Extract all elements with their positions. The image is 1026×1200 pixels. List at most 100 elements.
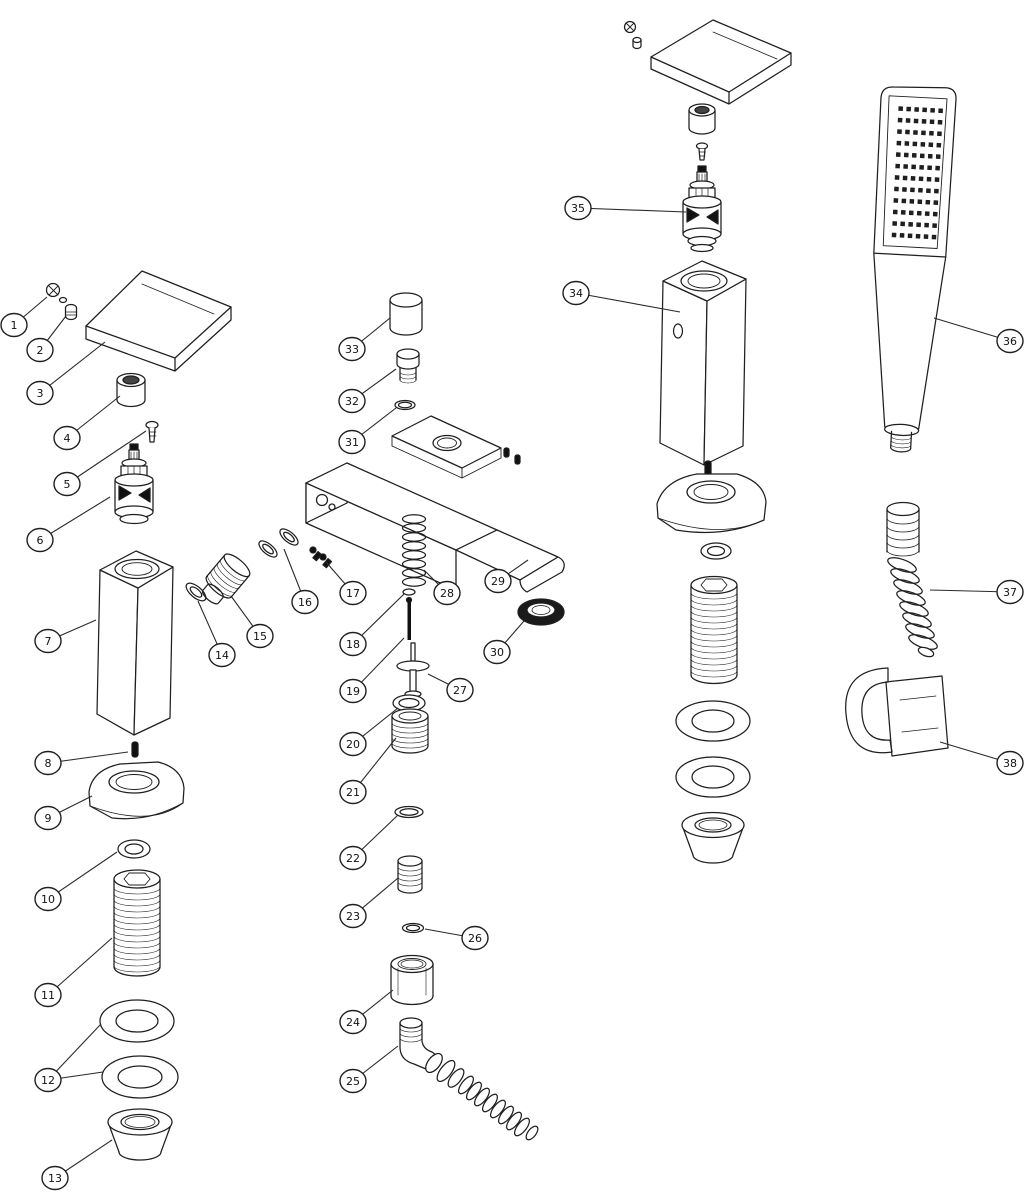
callout-number: 8 <box>45 757 52 770</box>
callout-number: 19 <box>346 685 360 698</box>
part-seal-ring-tiny <box>402 588 416 596</box>
callout-circle <box>53 471 81 497</box>
part-handle-screw-left <box>45 282 68 304</box>
part-handle-cap-right <box>688 103 716 135</box>
part-diverter-pin <box>405 596 413 640</box>
callout-24: 24 <box>339 989 394 1035</box>
part-fixing-screw-left <box>145 420 159 443</box>
part-washer-pair-inlet <box>258 528 299 558</box>
part-backnut-left <box>107 1108 173 1161</box>
part-threaded-bush <box>391 708 429 754</box>
part-threaded-stud-right <box>690 575 738 685</box>
part-cartridge-left <box>114 443 154 525</box>
part-base-plate-left <box>88 761 185 820</box>
part-diverter-stem <box>396 642 430 698</box>
callout-circle <box>339 903 367 929</box>
callout-circle <box>41 1165 69 1191</box>
part-seal-ring-upper <box>394 399 416 411</box>
callout-number: 35 <box>571 202 585 215</box>
callout-number: 34 <box>569 287 583 300</box>
callout-number: 29 <box>491 575 505 588</box>
callout-19: 19 <box>339 637 405 704</box>
callout-layer: 1234567891011121314151617181920212223242… <box>0 195 1024 1191</box>
callout-4: 4 <box>53 395 121 451</box>
callout-circle <box>246 623 274 649</box>
callout-number: 11 <box>41 989 55 1002</box>
part-handle-cap-left <box>116 372 146 408</box>
callout-circle <box>339 845 367 871</box>
part-washer-pair-right <box>675 700 751 798</box>
part-washer-small-right <box>700 542 732 560</box>
part-threaded-stud-left <box>113 869 161 977</box>
part-spout-sleeve <box>389 292 423 336</box>
part-fixing-screw-right <box>695 142 709 161</box>
callout-number: 13 <box>48 1172 62 1185</box>
part-lever-handle-right <box>650 19 792 105</box>
part-valve-body-left <box>96 550 174 736</box>
callout-circle <box>34 750 62 776</box>
part-inlet-connector <box>201 553 251 605</box>
callout-number: 37 <box>1003 586 1017 599</box>
callout-27: 27 <box>427 673 474 703</box>
callout-circle <box>338 388 366 414</box>
callout-number: 32 <box>345 395 359 408</box>
callout-2: 2 <box>26 315 67 363</box>
callout-circle <box>461 925 489 951</box>
callout-number: 26 <box>468 932 482 945</box>
callout-number: 31 <box>345 436 359 449</box>
part-valve-body-right <box>659 260 747 466</box>
callout-9: 9 <box>34 795 93 831</box>
callout-circle <box>339 1068 367 1094</box>
part-backnut-ring-dark <box>517 598 565 626</box>
part-washer-pair-left <box>99 999 179 1099</box>
callout-circle <box>26 527 54 553</box>
callout-36: 36 <box>933 317 1024 354</box>
callout-circle <box>34 1067 62 1093</box>
part-hose-nut <box>390 954 434 1006</box>
callout-number: 20 <box>346 738 360 751</box>
callout-circle <box>34 886 62 912</box>
callout-number: 1 <box>11 319 18 332</box>
part-seal-ring-inlet <box>185 582 207 602</box>
part-aerator-insert-lower <box>397 855 423 894</box>
callout-circle <box>564 195 592 221</box>
callout-32: 32 <box>338 368 397 414</box>
callout-number: 3 <box>37 387 44 400</box>
callout-circle <box>996 750 1024 776</box>
callout-circle <box>0 312 28 338</box>
callout-number: 16 <box>298 596 312 609</box>
callout-circle <box>339 1009 367 1035</box>
callout-circle <box>996 579 1024 605</box>
callout-7: 7 <box>34 619 97 654</box>
part-lever-handle-left <box>85 270 232 372</box>
callout-21: 21 <box>339 737 397 805</box>
callout-number: 22 <box>346 852 360 865</box>
callout-number: 14 <box>215 649 229 662</box>
callout-number: 28 <box>440 587 454 600</box>
callout-number: 6 <box>37 534 44 547</box>
callout-6: 6 <box>26 496 111 553</box>
callout-29: 29 <box>484 559 529 594</box>
callout-number: 33 <box>345 343 359 356</box>
callout-35: 35 <box>564 195 687 221</box>
callout-18: 18 <box>339 593 405 657</box>
callout-15: 15 <box>230 595 274 649</box>
callout-circle <box>339 580 367 606</box>
part-grub-screw-left <box>64 303 78 321</box>
part-washer-small-left <box>117 839 151 859</box>
callout-number: 5 <box>64 478 71 491</box>
callout-circle <box>339 678 367 704</box>
part-diverter-spring <box>401 514 427 587</box>
callout-circle <box>996 328 1024 354</box>
part-aerator-insert-upper <box>396 348 420 384</box>
callout-16: 16 <box>283 548 319 615</box>
callout-circle <box>26 337 54 363</box>
callout-number: 12 <box>41 1074 55 1087</box>
callout-12: 12 <box>34 1023 104 1093</box>
part-handle-screw-right <box>623 20 642 50</box>
callout-number: 30 <box>490 646 504 659</box>
callout-26: 26 <box>424 925 489 951</box>
callout-number: 17 <box>346 587 360 600</box>
callout-number: 36 <box>1003 335 1017 348</box>
